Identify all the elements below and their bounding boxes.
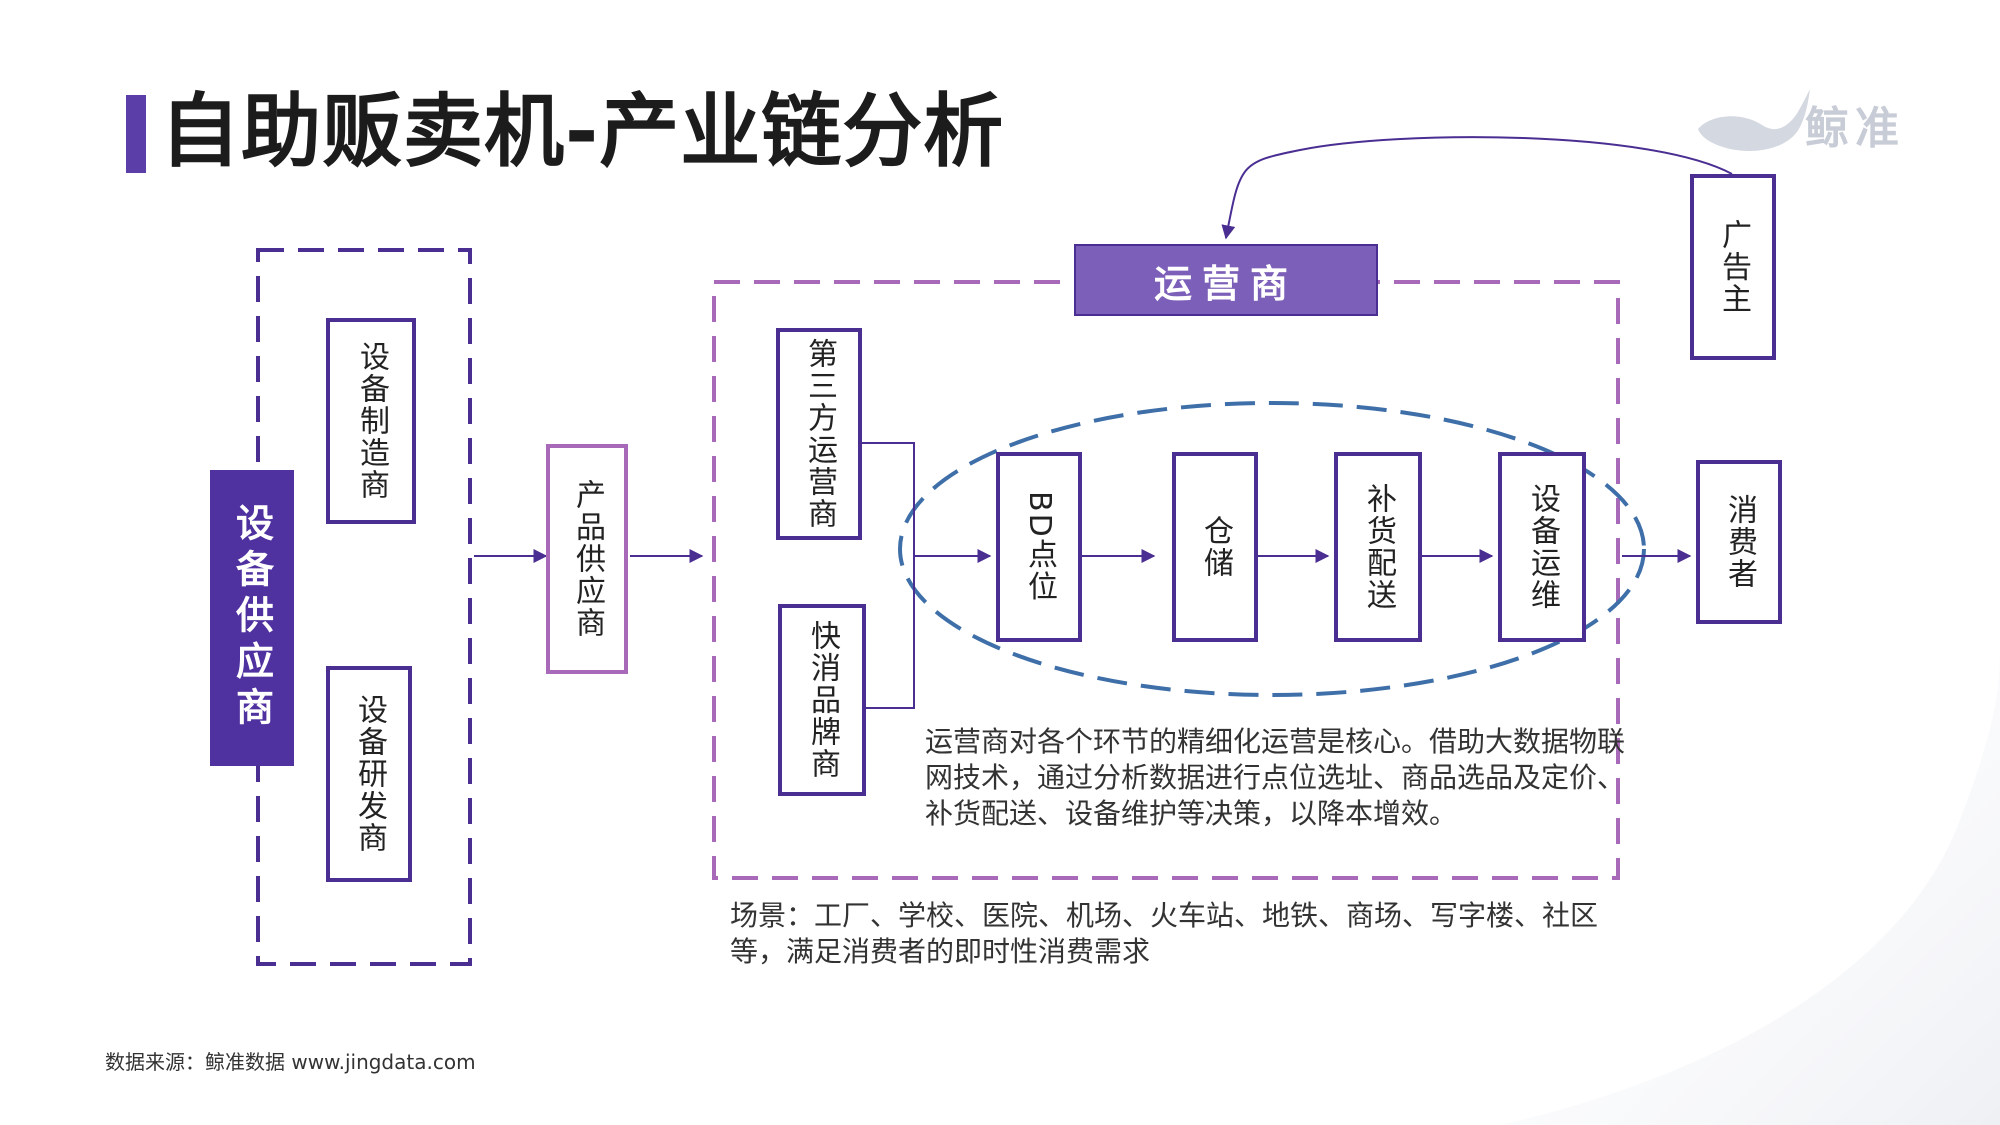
logo-text: 鲸准 [1805,103,1905,154]
operation-ellipse [898,401,1646,697]
equipment-rnd-box: 设备研发商 [326,666,412,882]
bracket-connector [862,442,915,709]
advertiser-box: 广告主 [1690,174,1776,360]
step-replenishment-box: 补货配送 [1334,452,1422,642]
consumer-box: 消费者 [1696,460,1782,624]
step-maintenance-box: 设备运维 [1498,452,1586,642]
step-bd-location-box: BD点位 [996,452,1082,642]
operator-label: 运营商 [1074,244,1378,316]
title-accent-bar [126,95,146,173]
page-title: 自助贩卖机-产业链分析 [160,85,1005,178]
whale-logo-icon [1698,89,1810,151]
equipment-supplier-label: 设备供应商 [210,470,294,766]
source-footer: 数据来源：鲸准数据 www.jingdata.com [105,1050,476,1074]
scene-description: 场景：工厂、学校、医院、机场、火车站、地铁、商场、写字楼、社区等，满足消费者的即… [730,899,1599,968]
arrow-advertiser-to-operator [1221,136,1733,240]
operator-description: 运营商对各个环节的精细化运营是核心。借助大数据物联网技术，通过分析数据进行点位选… [925,725,1626,830]
third-party-operator-box: 第三方运营商 [776,328,862,540]
product-supplier-box: 产品供应商 [546,444,628,674]
step-storage-box: 仓储 [1172,452,1258,642]
fmcg-brand-box: 快消品牌商 [778,604,866,796]
background-swoosh [1500,650,2000,1125]
equipment-manufacturer-box: 设备制造商 [326,318,416,524]
